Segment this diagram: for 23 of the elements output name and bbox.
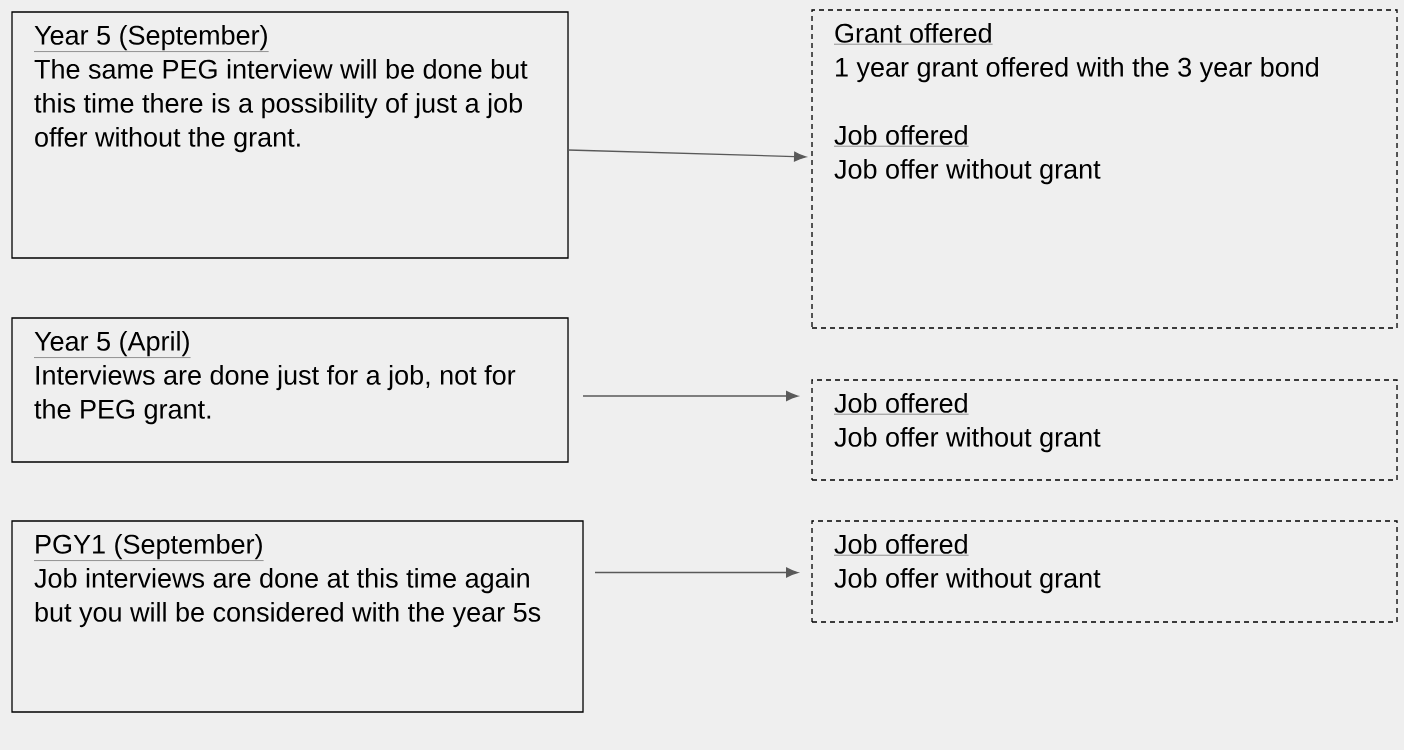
dashed-box bbox=[811, 379, 1398, 481]
body-text: Job offer without grant bbox=[834, 159, 1101, 185]
arrow bbox=[582, 391, 799, 401]
body-text: Job interviews are done at this time again but you will be considered with the year 5s bbox=[34, 568, 541, 628]
text-box bbox=[11, 520, 584, 713]
heading: Year 5 (April) bbox=[33, 331, 191, 358]
body-text: The same PEG interview will be done but this time there is a possibility of just a job offer without the grant. bbox=[34, 59, 528, 153]
arrow bbox=[567, 149, 807, 162]
body-text: Job offer without grant bbox=[834, 568, 1101, 594]
body-text: Job offer without grant bbox=[834, 427, 1101, 453]
dashed-box bbox=[811, 9, 1398, 329]
heading: Job offered bbox=[833, 393, 969, 415]
dashed-box bbox=[811, 520, 1398, 623]
text-box bbox=[11, 11, 569, 259]
body-text: 1 year grant offered with the 3 year bond bbox=[836, 57, 1318, 83]
heading: Year 5 (September) bbox=[33, 25, 269, 52]
heading: Grant offered bbox=[833, 23, 993, 45]
text-box bbox=[11, 317, 569, 463]
body-text: Interviews are done just for a job, not for the PEG grant. bbox=[34, 365, 516, 425]
heading: PGY1 (September) bbox=[33, 534, 264, 561]
heading: Job offered bbox=[833, 534, 969, 556]
arrow bbox=[594, 567, 799, 578]
heading: Job offered bbox=[833, 125, 969, 147]
